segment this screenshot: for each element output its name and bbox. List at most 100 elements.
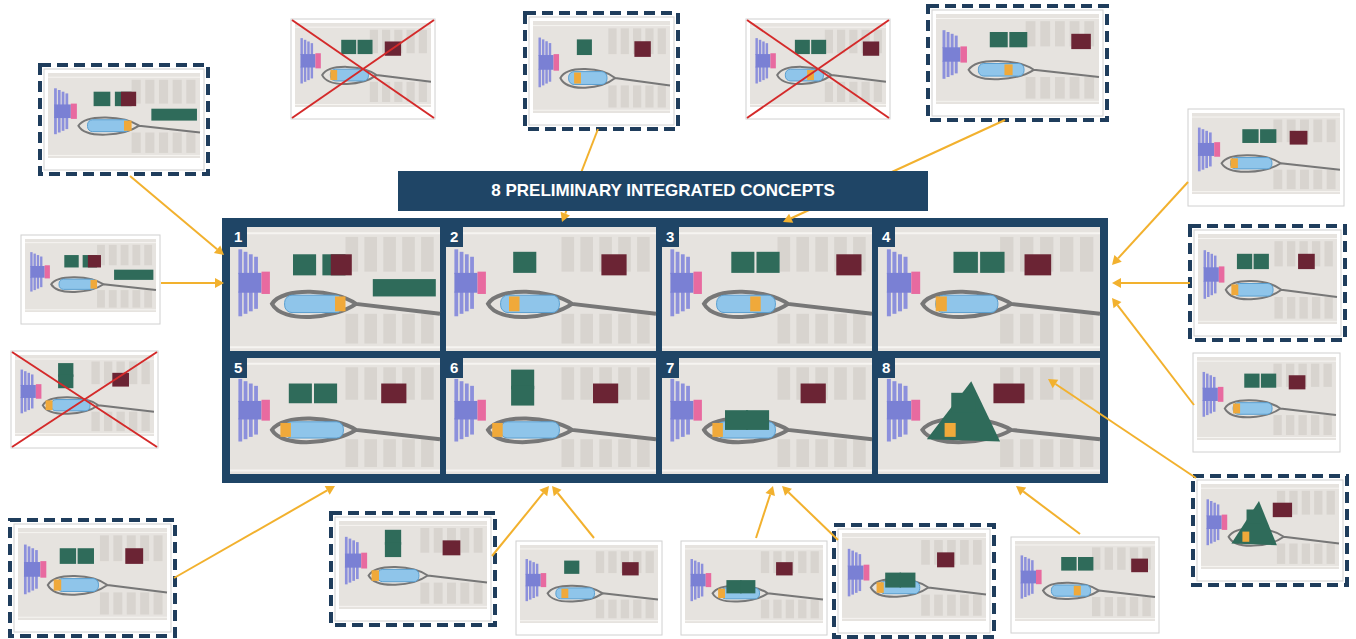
terminal-core bbox=[45, 265, 50, 278]
concept-panel: 8 bbox=[878, 358, 1100, 474]
map-ground bbox=[936, 14, 1099, 104]
apron-block bbox=[447, 583, 456, 604]
concourse bbox=[1203, 400, 1206, 417]
apron-block bbox=[608, 28, 616, 54]
apron-block bbox=[434, 583, 443, 604]
apron-block bbox=[1324, 241, 1332, 266]
apron-block bbox=[91, 361, 99, 384]
apron-block bbox=[186, 133, 195, 153]
terminal bbox=[538, 55, 553, 70]
parking-garage bbox=[78, 548, 94, 564]
concept-map bbox=[662, 227, 872, 351]
rental-car-facility bbox=[1289, 375, 1306, 389]
concept-map bbox=[533, 21, 670, 113]
concourse bbox=[943, 61, 946, 79]
terminal-core bbox=[694, 272, 702, 294]
terminal bbox=[24, 562, 40, 577]
map-ground bbox=[520, 545, 658, 623]
shortlist-dashed-frame bbox=[834, 525, 994, 637]
concourse bbox=[238, 249, 242, 274]
rental-car-facility bbox=[443, 540, 461, 555]
apron-block bbox=[796, 237, 809, 272]
apron-block bbox=[798, 600, 806, 619]
transit-station bbox=[1233, 403, 1240, 413]
concourse bbox=[24, 576, 27, 594]
apron-block bbox=[109, 290, 117, 308]
concept-map bbox=[339, 521, 487, 609]
apron-block bbox=[834, 439, 847, 467]
apron-block bbox=[383, 439, 396, 467]
concourse bbox=[526, 586, 528, 602]
apron-block bbox=[1060, 439, 1073, 467]
apron-block bbox=[646, 600, 654, 619]
leader-arrow bbox=[130, 176, 217, 249]
curbside bbox=[377, 569, 418, 581]
apron-block bbox=[121, 290, 129, 308]
apron-block bbox=[621, 600, 629, 619]
apron-block bbox=[621, 85, 629, 107]
apron-block bbox=[599, 314, 612, 344]
rental-car-facility bbox=[937, 552, 954, 567]
concourse bbox=[887, 418, 891, 441]
apron-block bbox=[1311, 415, 1319, 435]
taxiway bbox=[295, 27, 431, 28]
concourse bbox=[54, 88, 57, 105]
concept-map bbox=[18, 528, 167, 620]
concourse bbox=[1198, 128, 1201, 144]
parking-garage bbox=[726, 580, 741, 593]
roadway bbox=[272, 419, 440, 443]
parking-garage bbox=[385, 542, 401, 557]
terminal bbox=[1204, 267, 1219, 281]
apron-block bbox=[815, 439, 828, 467]
apron-block bbox=[1070, 77, 1080, 99]
apron-block bbox=[364, 314, 377, 344]
apron-block bbox=[1313, 119, 1322, 142]
transit-station bbox=[718, 589, 725, 598]
concourse bbox=[345, 537, 348, 555]
terminal-core bbox=[478, 272, 486, 294]
transit-station bbox=[574, 73, 581, 84]
concept-map bbox=[878, 358, 1100, 474]
concourse bbox=[21, 397, 24, 413]
taxiway bbox=[230, 346, 440, 348]
map-ground bbox=[230, 358, 440, 474]
thumbnail-border bbox=[14, 524, 171, 632]
transit-station bbox=[877, 582, 884, 593]
apron-block bbox=[761, 600, 769, 619]
arrowhead bbox=[1112, 278, 1121, 288]
taxiway bbox=[1197, 437, 1336, 438]
terminal bbox=[887, 273, 911, 293]
apron-block bbox=[421, 439, 434, 467]
taxiway bbox=[295, 104, 431, 105]
apron-block bbox=[761, 551, 769, 573]
apron-block bbox=[1040, 77, 1050, 99]
apron-block bbox=[637, 314, 650, 344]
transit-station bbox=[1230, 158, 1237, 168]
concourse bbox=[28, 574, 31, 592]
concourse bbox=[670, 418, 674, 441]
concept-number: 7 bbox=[662, 358, 679, 378]
roadway bbox=[488, 292, 656, 317]
rental-car-facility bbox=[593, 384, 618, 404]
taxiway bbox=[446, 363, 656, 365]
apron-block bbox=[960, 595, 969, 616]
map-ground bbox=[18, 528, 167, 620]
terminal bbox=[454, 401, 477, 420]
rental-car-facility bbox=[622, 562, 639, 575]
apron-block bbox=[1314, 491, 1322, 515]
apron-block bbox=[853, 367, 866, 399]
concourse bbox=[538, 38, 540, 56]
apron-block bbox=[109, 245, 117, 265]
apron-block bbox=[140, 592, 149, 614]
concourse bbox=[238, 291, 242, 316]
title-banner: 8 PRELIMINARY INTEGRATED CONCEPTS bbox=[398, 171, 928, 211]
concourse bbox=[670, 379, 674, 402]
apron-block bbox=[1312, 297, 1320, 319]
concourse bbox=[1203, 372, 1206, 389]
arrowhead bbox=[765, 486, 775, 496]
parking-garage bbox=[885, 573, 901, 588]
concourse bbox=[538, 69, 540, 87]
parking-garage bbox=[373, 279, 436, 296]
apron-block bbox=[580, 367, 593, 399]
taxiway bbox=[230, 363, 440, 365]
